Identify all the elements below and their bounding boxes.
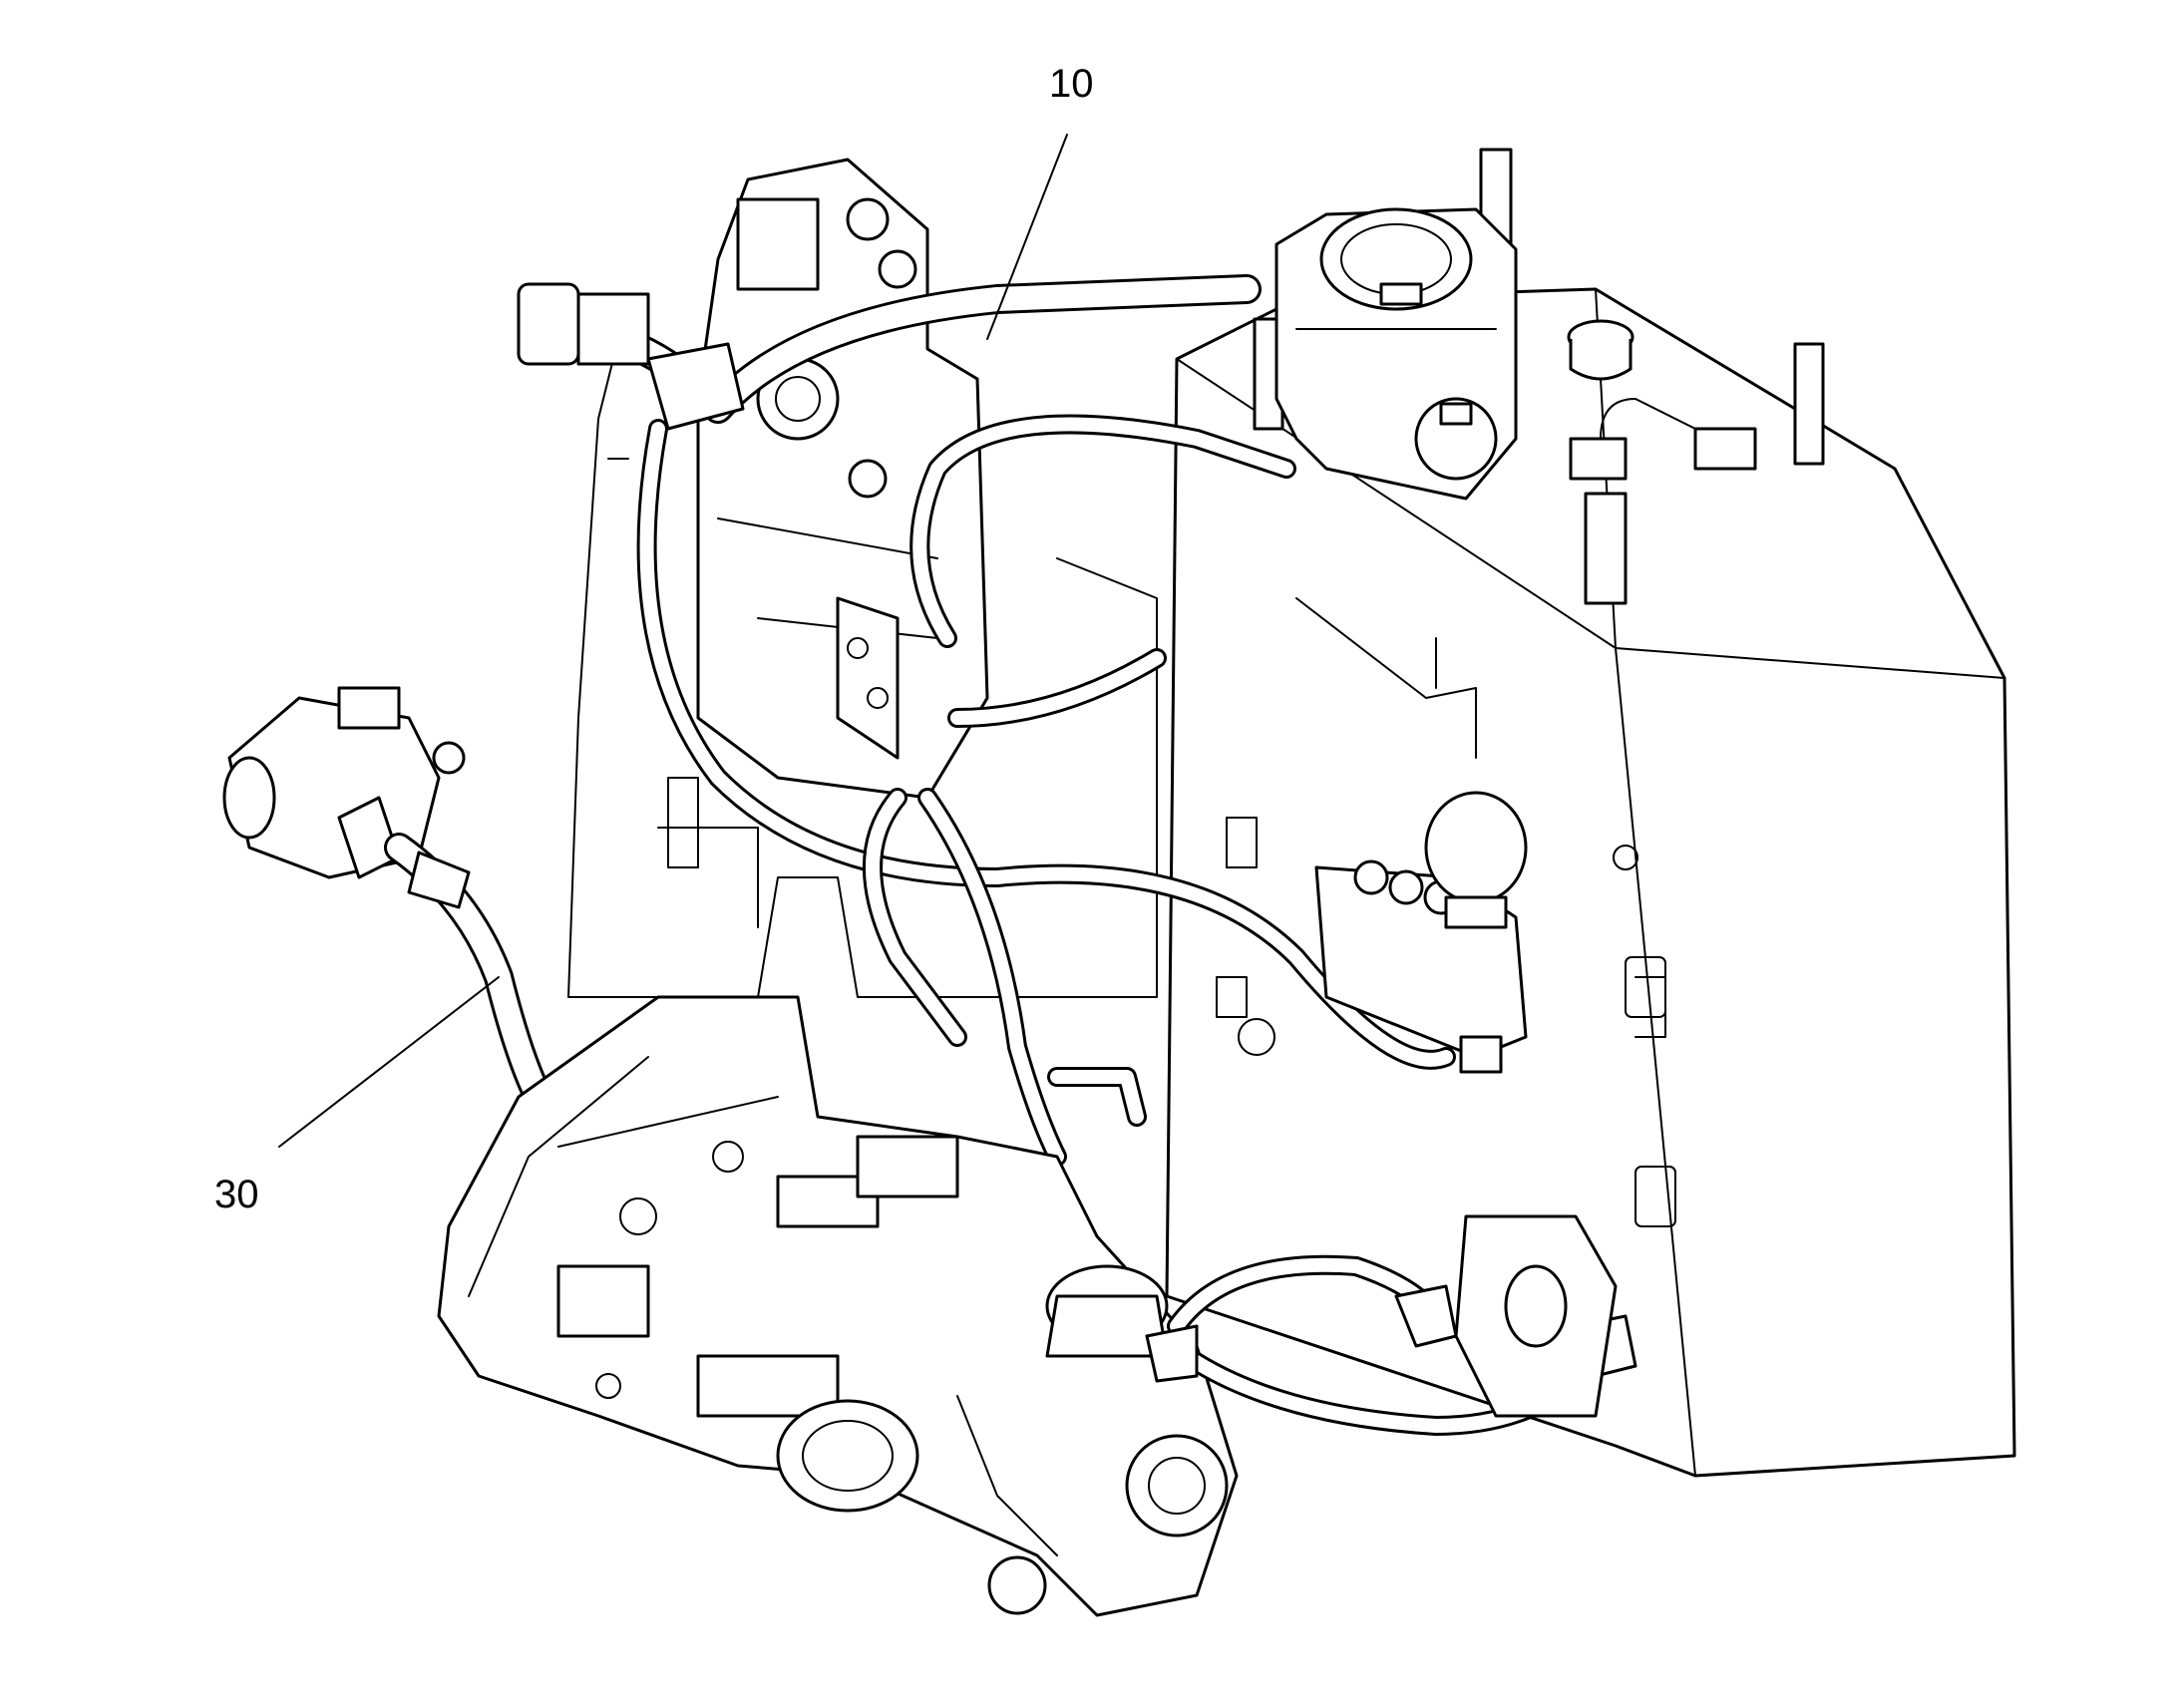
valve-block-accumulator: [1314, 791, 1528, 1074]
lower-pump-assembly: [437, 995, 1239, 1617]
leader-line-30: [278, 976, 500, 1148]
callout-label-10: 10: [1049, 62, 1094, 106]
tank-mount-bracket: [1454, 1214, 1618, 1418]
hose-30: [384, 833, 553, 1112]
oil-cooler-unit: [1274, 207, 1518, 501]
leader-line-10: [986, 134, 1068, 340]
center-hoses: [636, 414, 1456, 1167]
frame-plate: [567, 338, 1158, 998]
hose-10: [517, 274, 1262, 431]
auxiliary-pump-left: [222, 686, 466, 879]
tank-breather: [1567, 319, 1757, 605]
callout-label-30: 30: [214, 1173, 259, 1216]
